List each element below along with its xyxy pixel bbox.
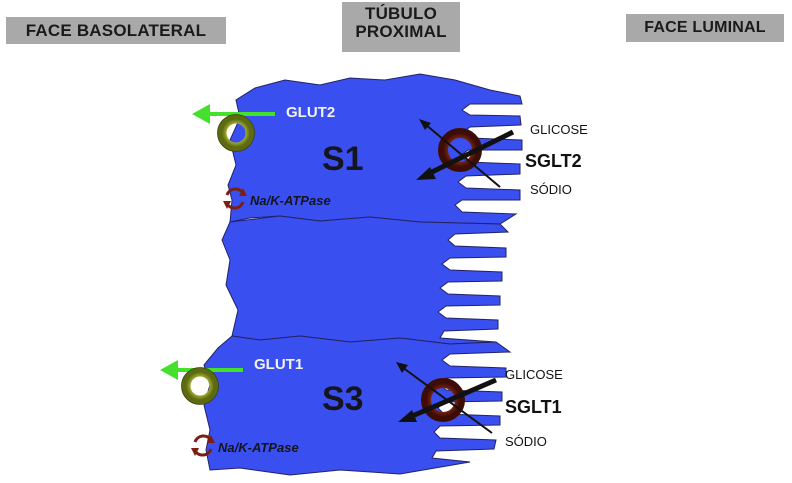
glut2-ring-outline — [217, 114, 255, 152]
sglt2-sodium-arrow — [426, 129, 515, 177]
sglt2-glucose-arrowhead — [419, 119, 431, 130]
header-tubule: TÚBULO PROXIMAL — [342, 2, 460, 52]
header-luminal: FACE LUMINAL — [626, 14, 784, 42]
pump-label-s3: Na/K-ATPase — [218, 440, 299, 455]
sglt2-label: SGLT2 — [525, 151, 582, 171]
header-basolateral-label: FACE BASOLATERAL — [25, 21, 207, 40]
sglt1-glucose-arrowhead — [396, 362, 408, 373]
s3-label: S3 — [322, 380, 364, 418]
sodium-label-s3: SÓDIO — [505, 434, 547, 449]
glut1-label: GLUT1 — [254, 356, 303, 373]
cell-middle — [221, 215, 510, 345]
cell-s1 — [227, 73, 523, 225]
header-luminal-label: FACE LUMINAL — [644, 19, 766, 36]
glut1-ring — [181, 367, 219, 405]
pump-icon-s1 — [223, 187, 247, 210]
header-tubule-line1: TÚBULO — [364, 4, 438, 23]
glut2-arrow-head — [192, 104, 210, 124]
pump-icon-s3 — [191, 434, 215, 457]
glut2-label: GLUT2 — [286, 104, 335, 121]
glut1-arrow-head — [160, 360, 178, 380]
sglt1-label: SGLT1 — [505, 397, 562, 417]
glut2-ring — [217, 114, 255, 152]
pump-label-s1: Na/K-ATPase — [250, 193, 331, 208]
sodium-label-s1: SÓDIO — [530, 182, 572, 197]
sglt1-sodium-arrowhead — [398, 410, 417, 422]
header-tubule-line2: PROXIMAL — [355, 21, 447, 41]
header-basolateral: FACE BASOLATERAL — [6, 17, 226, 44]
sglt1-sodium-arrow — [409, 377, 497, 420]
cell-s3 — [203, 335, 512, 476]
glut1-ring-outline — [181, 367, 219, 405]
glucose-label-s1: GLICOSE — [530, 122, 588, 137]
glucose-label-s3: GLICOSE — [505, 367, 563, 382]
sglt1-ring — [421, 378, 465, 422]
sglt2-sodium-arrowhead — [416, 167, 436, 180]
s1-label: S1 — [322, 140, 364, 178]
